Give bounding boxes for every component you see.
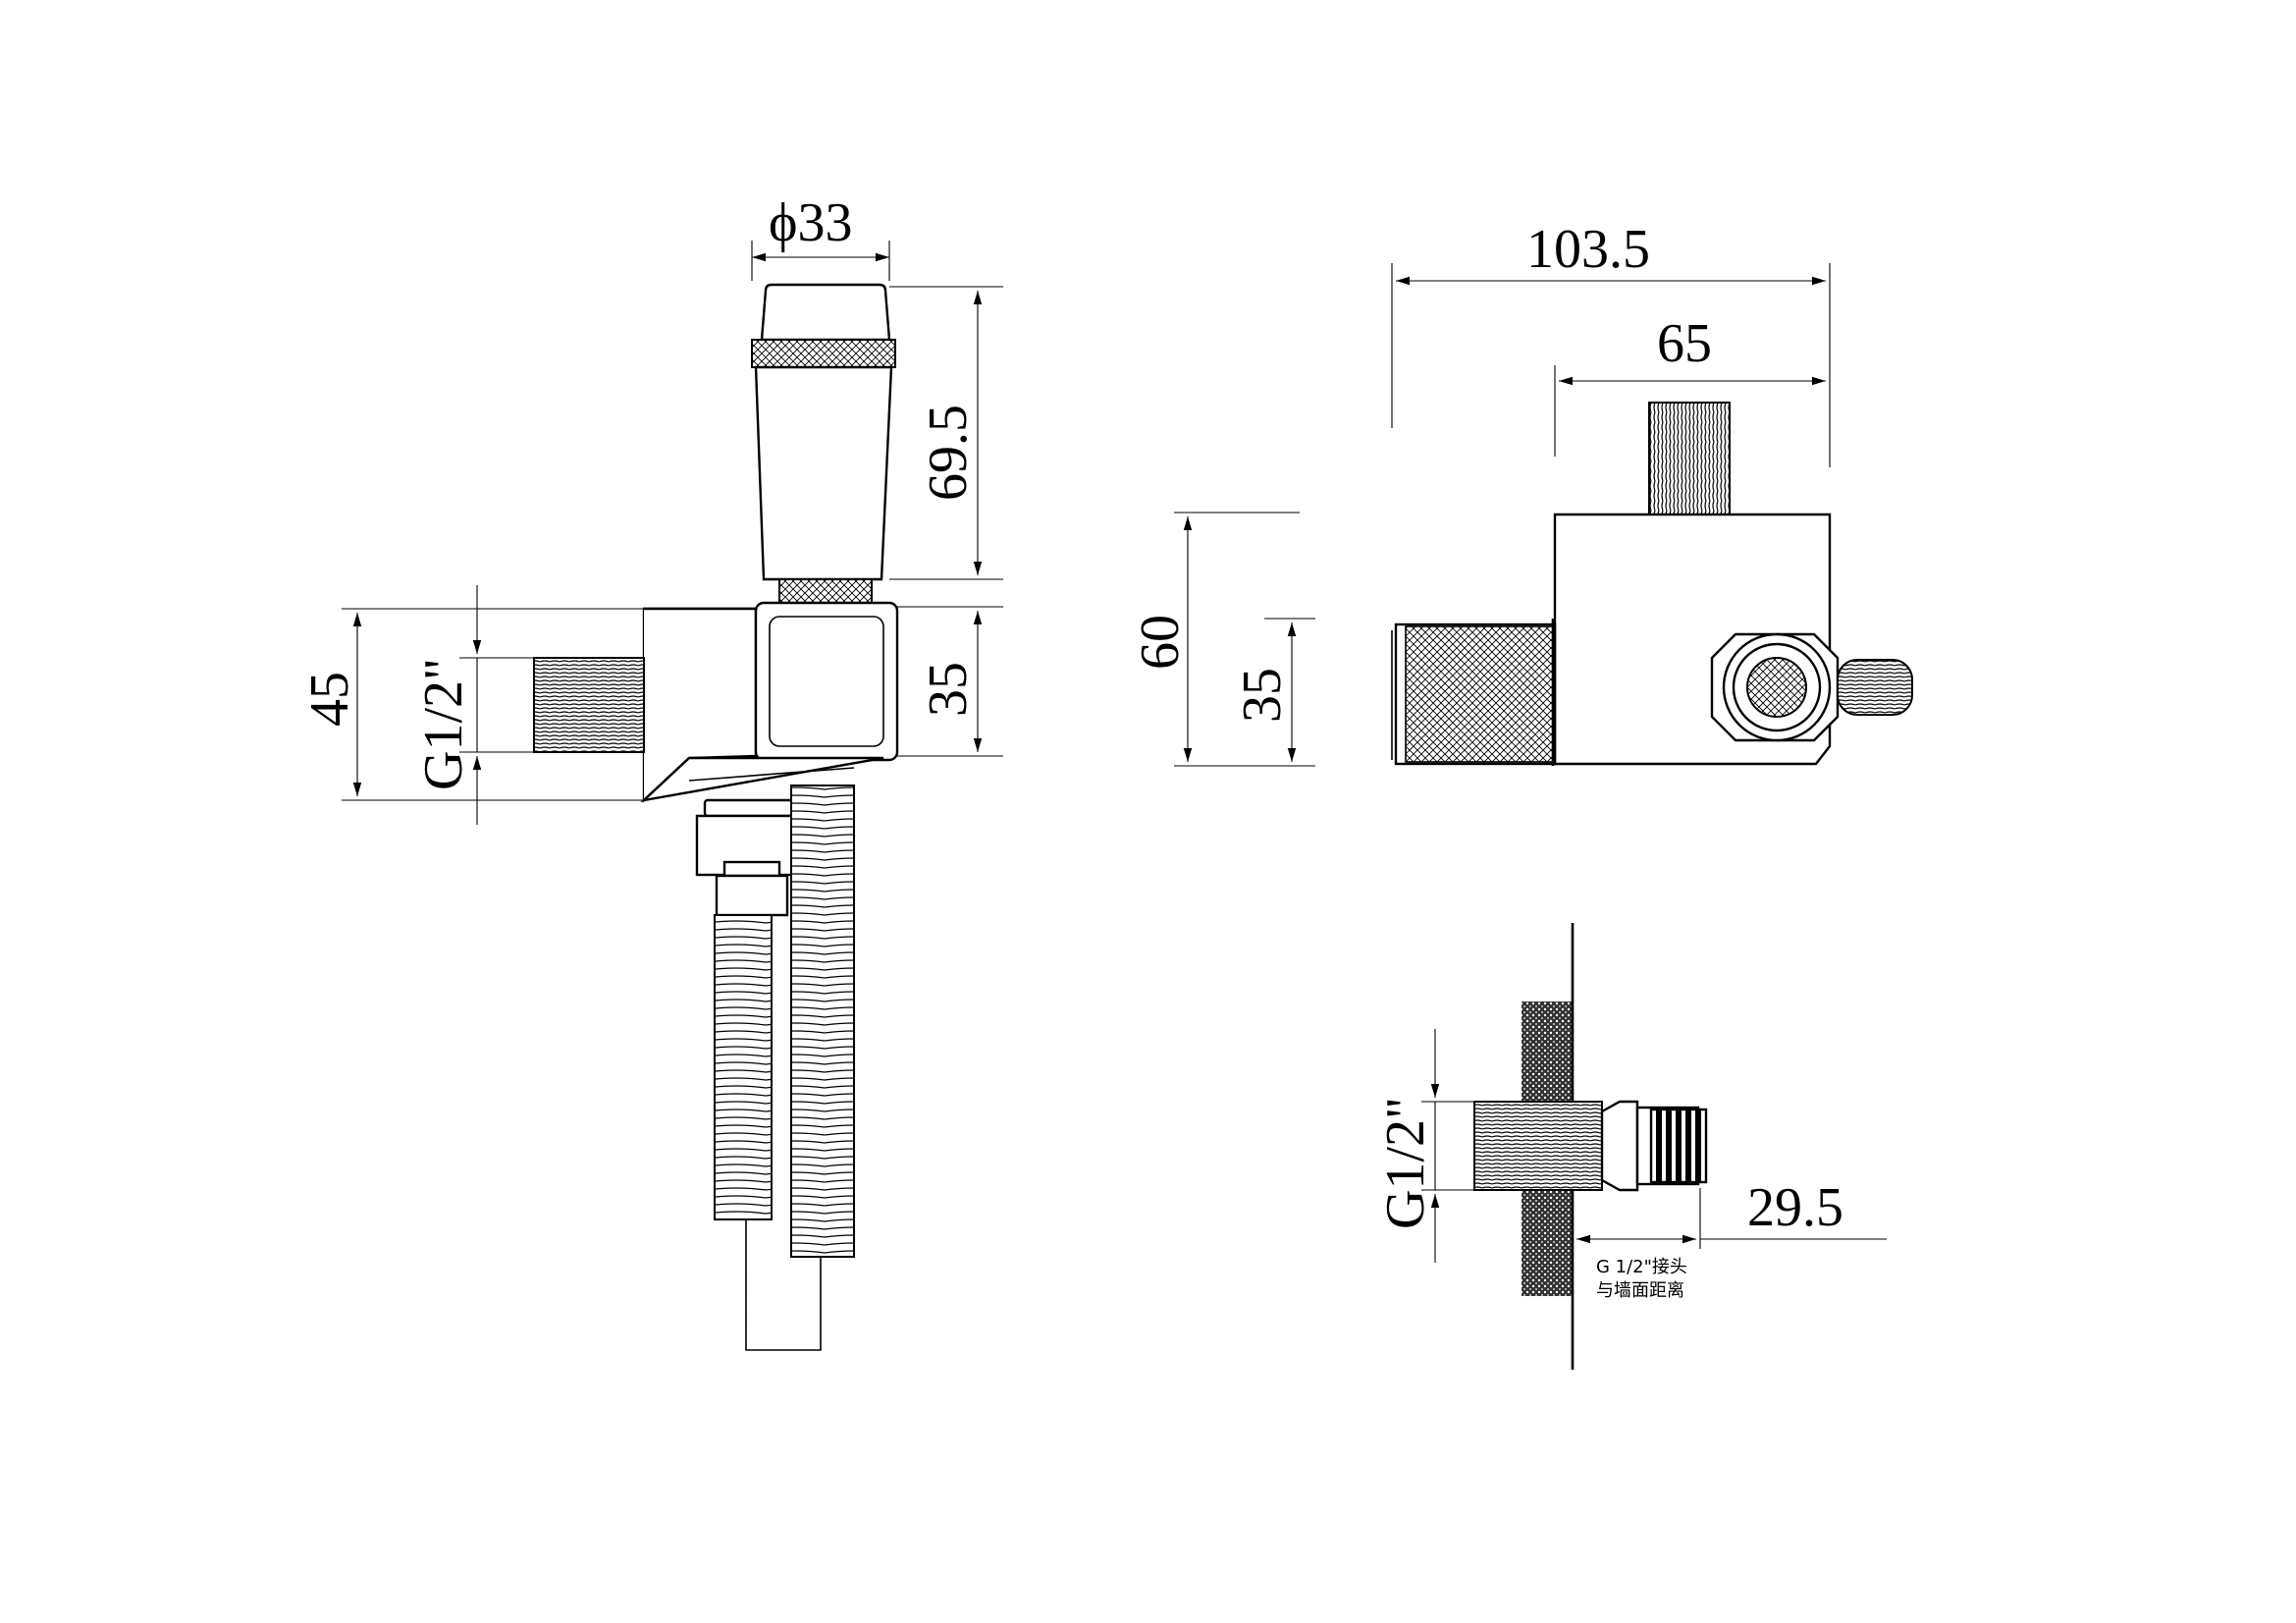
handset (751, 283, 896, 604)
dim-height-35: 35 (1232, 618, 1315, 762)
dim-65-label: 65 (1657, 313, 1712, 374)
dim-thread-front-label: G1/2" (413, 658, 474, 790)
hose-connector (695, 798, 801, 917)
dim-thread-section-label: G1/2" (1375, 1097, 1436, 1229)
dim-45-label: 45 (299, 672, 360, 727)
wall-thread (533, 657, 645, 753)
hose-outlet (1710, 632, 1913, 742)
front-view: ϕ33 69.5 35 45 G1/2" (299, 192, 1003, 1351)
dim-diameter-label: ϕ33 (769, 192, 852, 253)
dim-thread-front: G1/2" (413, 585, 534, 825)
dim-bracket-35: 35 (897, 606, 1003, 757)
hose-left (714, 914, 773, 1220)
hose-nipple (1649, 1108, 1708, 1184)
note-line-1: G 1/2"接头 (1596, 1257, 1687, 1277)
dim-35-top-label: 35 (1232, 668, 1293, 723)
dim-width-total: 103.5 (1391, 219, 1831, 467)
top-view: 103.5 65 60 35 (1130, 219, 1913, 767)
dim-height-60: 60 (1130, 512, 1315, 767)
dim-overall-45: 45 (299, 608, 644, 801)
dim-width-body: 65 (1554, 313, 1826, 457)
note-line-2: 与墙面距离 (1596, 1280, 1684, 1301)
top-thread (1648, 402, 1731, 515)
dim-wall-distance: 29.5 (1576, 1177, 1887, 1249)
wall-bracket (640, 601, 899, 803)
dim-handset-height-label: 69.5 (918, 405, 979, 501)
section-thread (1473, 1101, 1603, 1191)
dim-bracket-label: 35 (918, 662, 979, 717)
dim-handset-height: 69.5 (889, 286, 1003, 580)
dim-thread-section: G1/2" (1375, 1029, 1474, 1263)
dim-29-label: 29.5 (1747, 1177, 1843, 1238)
hose-right (790, 784, 855, 1258)
section-view: G1/2" 29.5 G 1/2"接头 与墙面距离 (1375, 923, 1887, 1370)
dim-60-label: 60 (1130, 615, 1191, 670)
dim-diameter: ϕ33 (751, 192, 890, 281)
dim-103-label: 103.5 (1526, 219, 1650, 280)
